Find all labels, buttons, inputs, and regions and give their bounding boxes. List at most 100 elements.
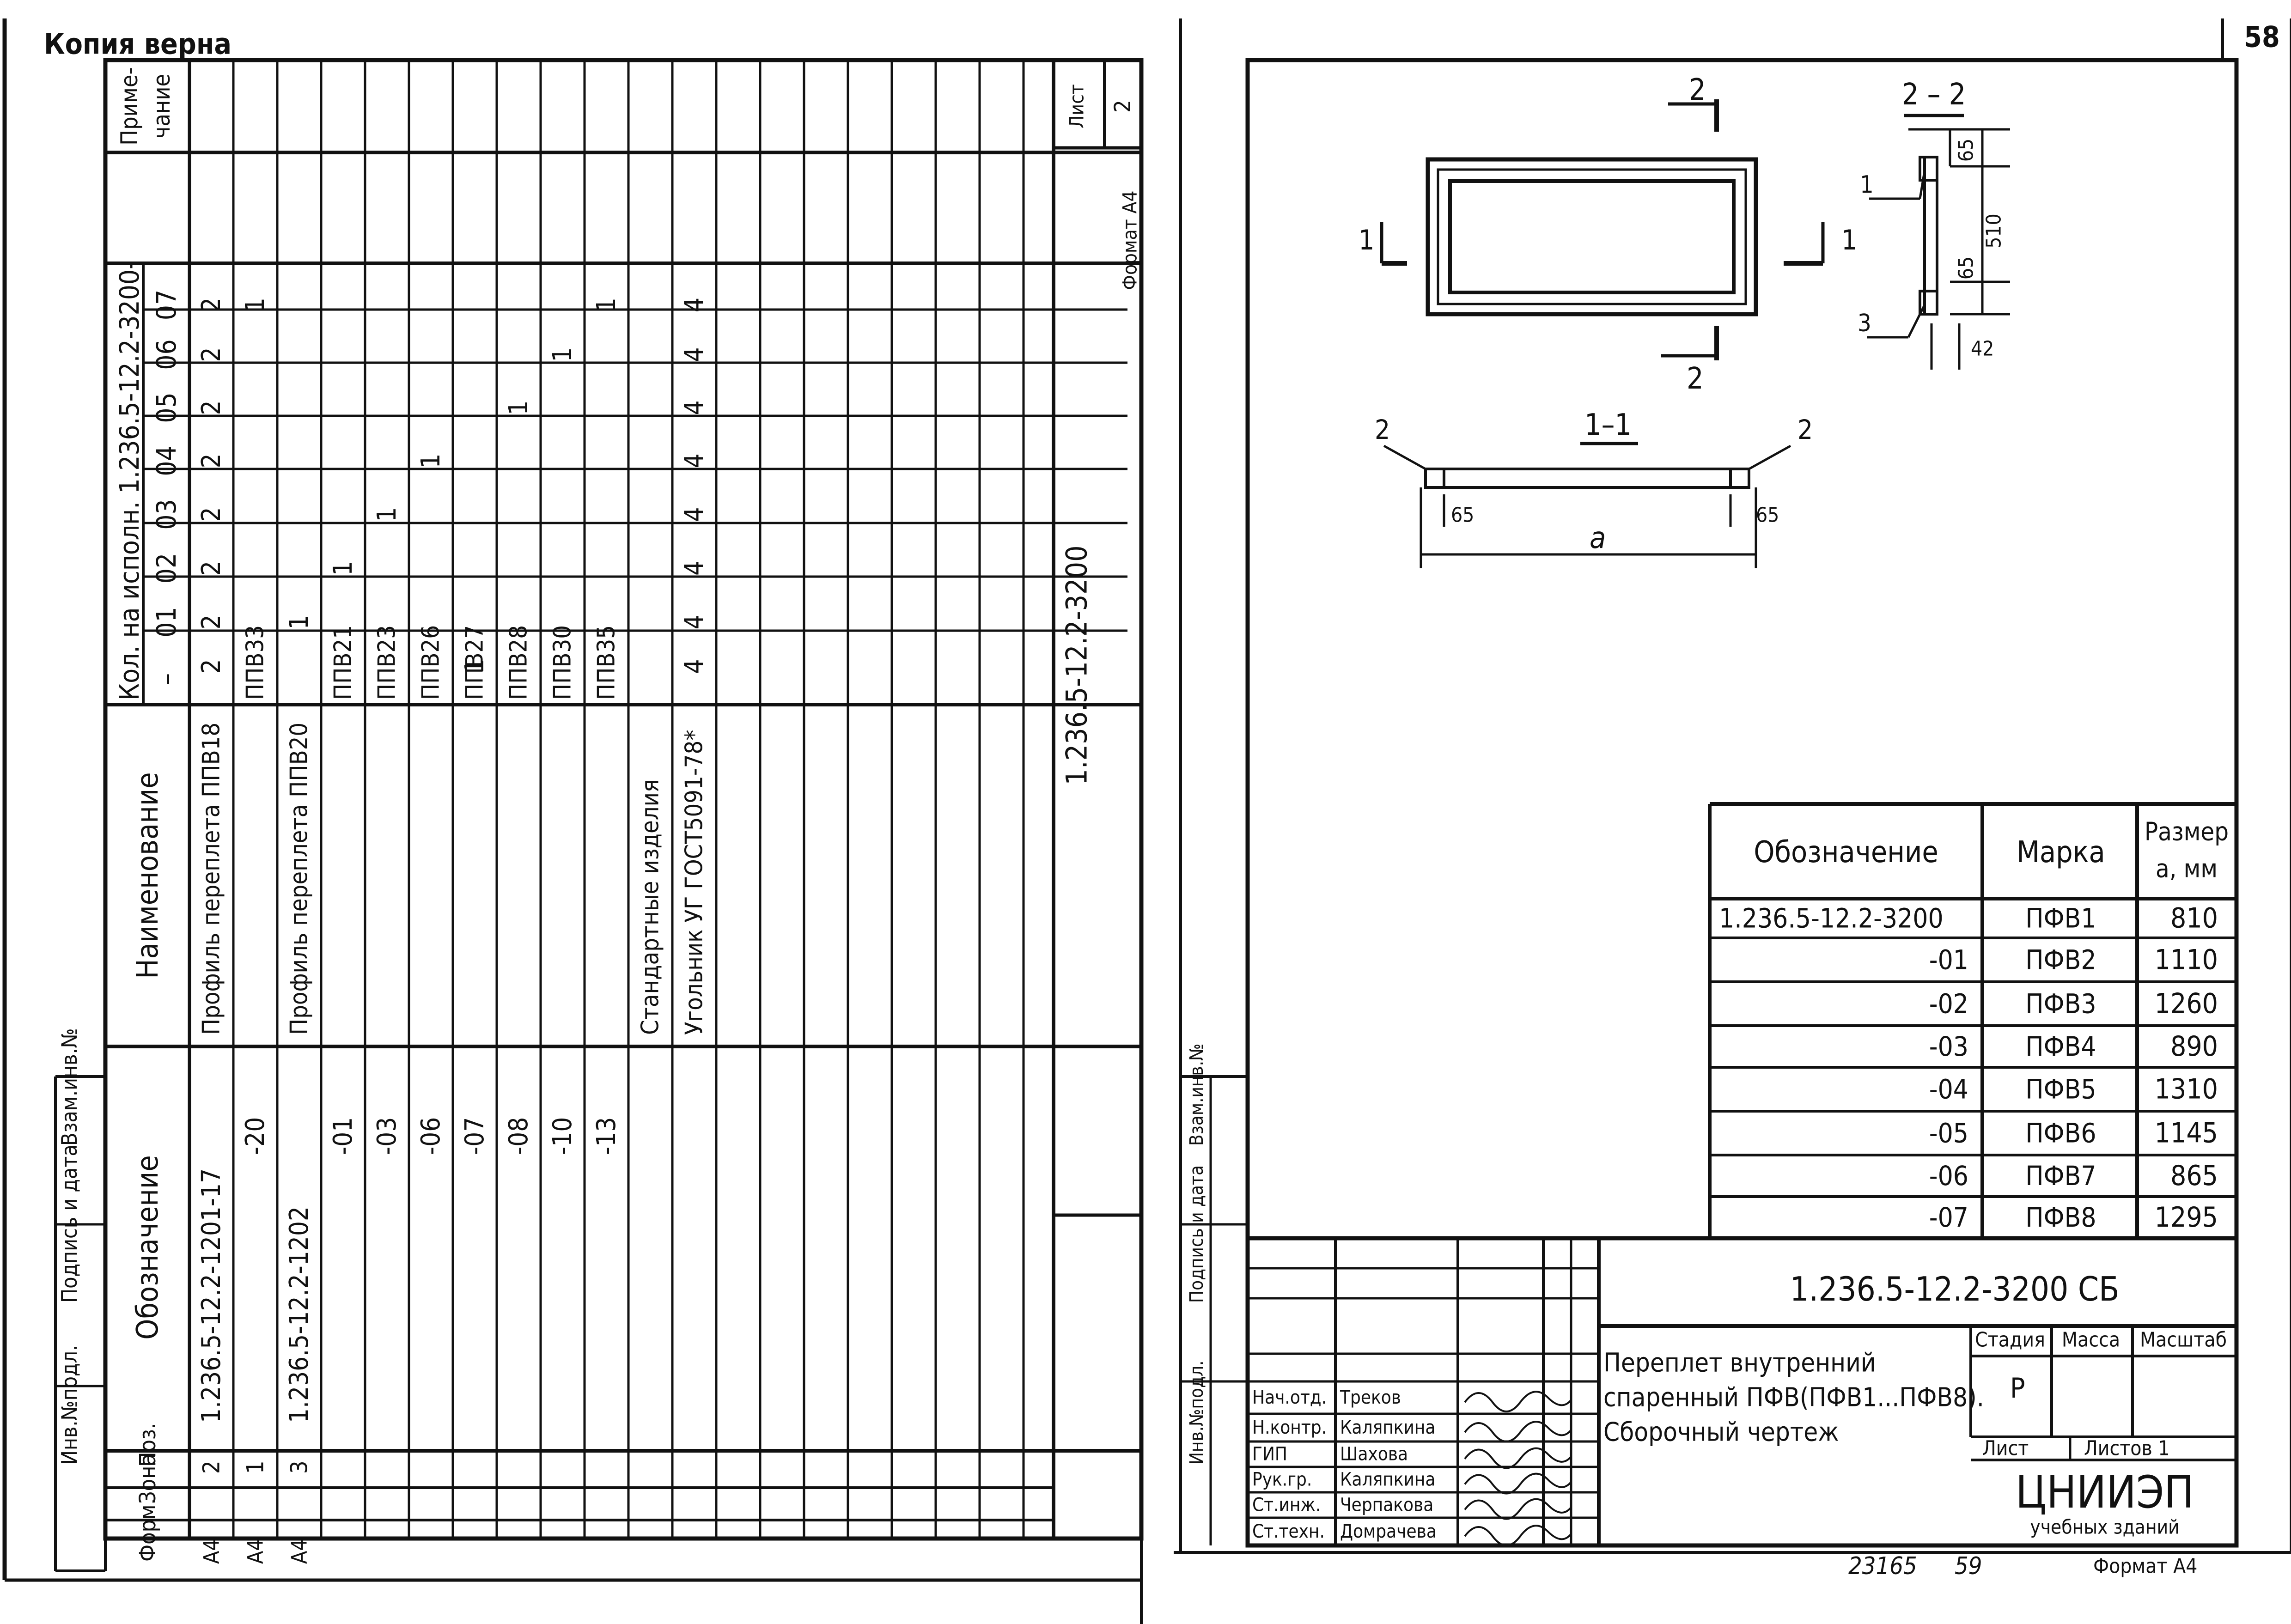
cut-mark-2-top: 2	[1689, 73, 1706, 107]
row-format: А4	[243, 1539, 268, 1564]
dim-65-left: 65	[1451, 504, 1474, 527]
side-label-vzam: Взам.инв.№	[57, 1028, 82, 1146]
row-format: А4	[199, 1539, 224, 1564]
size-row-designation: -07	[1929, 1202, 1968, 1233]
header-designation: Обозначение	[131, 1155, 165, 1340]
row-name: Угольник УГ ГОСТ5091-78*	[681, 730, 708, 1035]
signature	[1464, 1525, 1572, 1546]
size-row-value: 1145	[2155, 1117, 2218, 1150]
size-row-value: 1260	[2155, 988, 2218, 1020]
variant-label: 04	[151, 445, 182, 476]
dim-65-top: 65	[1955, 139, 1978, 162]
size-header-mark: Марка	[2017, 835, 2105, 870]
title-line: Сборочный чертеж	[1603, 1417, 1839, 1448]
frame-mid	[1437, 168, 1747, 305]
size-row-designation: -04	[1929, 1074, 1968, 1105]
title-line: спаренный ПФВ(ПФВ1...ПФВ8).	[1603, 1383, 1984, 1413]
cut-mark-1-left: 1	[1359, 224, 1374, 256]
side-label-sign-date: Подпись и дата	[57, 1144, 82, 1303]
row-qty: 4	[679, 347, 709, 362]
row-qty: 1	[372, 507, 402, 522]
size-row-value: 810	[2170, 902, 2218, 935]
profile-2-right	[1729, 468, 1750, 489]
variant-label: –	[151, 673, 182, 685]
row-designation: -06	[416, 1117, 446, 1155]
profile-2-left	[1424, 468, 1445, 489]
row-pos: 1	[242, 1460, 269, 1474]
row-name: Профиль переплета ППВ18	[198, 723, 225, 1035]
variant-label: 05	[151, 392, 182, 423]
profile-3	[1919, 290, 1938, 316]
row-designation: -13	[591, 1117, 621, 1155]
size-row-designation: 1.236.5-12.2-3200	[1719, 903, 1944, 934]
variant-label: 02	[151, 553, 182, 584]
size-row-value: 1110	[2155, 944, 2218, 976]
role-title: ГИП	[1252, 1444, 1287, 1465]
row-qty: 2	[196, 347, 226, 362]
callout-1: 1	[1860, 171, 1874, 199]
role-name: Треков	[1340, 1387, 1401, 1408]
variant-label: 03	[151, 499, 182, 529]
signature	[1464, 1421, 1572, 1442]
row-qty: 4	[679, 400, 709, 415]
leader	[1907, 304, 1926, 338]
left-sheet-frame	[103, 58, 1144, 1541]
header-pos: Поз.	[135, 1423, 161, 1467]
dim-a: a	[1590, 521, 1606, 555]
row-name: ППВ21	[329, 625, 357, 700]
row-designation: -10	[548, 1117, 578, 1155]
variant-label: 01	[151, 607, 182, 637]
row-qty: 4	[679, 659, 709, 674]
org-name: ЦНИИЭП	[2016, 1466, 2194, 1518]
signature	[1464, 1472, 1572, 1495]
size-header-designation: Обозначение	[1754, 835, 1938, 870]
row-name: ППВ23	[373, 625, 401, 700]
callout-2-left: 2	[1375, 414, 1390, 445]
row-name: Профиль переплета ППВ20	[286, 723, 313, 1035]
header-note-2: чание	[148, 74, 175, 139]
row-pos: 2	[198, 1460, 225, 1474]
header-qty: Кол. на исполн. 1.236.5-12.2-3200-	[114, 261, 145, 700]
row-qty: 2	[196, 614, 226, 629]
r-side-label-vzam: Взам.инв.№	[1186, 1044, 1207, 1146]
footer-format-label: Формат А4	[2093, 1555, 2197, 1578]
scale-label: Масштаб	[2140, 1328, 2227, 1352]
size-row-value: 1310	[2155, 1073, 2218, 1106]
signature	[1464, 1447, 1572, 1469]
row-designation: -20	[240, 1117, 270, 1155]
row-designation: -07	[460, 1117, 490, 1155]
header-note-1: Приме-	[116, 67, 143, 145]
role-title: Рук.гр.	[1252, 1469, 1312, 1490]
profile-1	[1919, 156, 1938, 182]
row-designation: -03	[372, 1117, 402, 1155]
row-designation: -08	[504, 1117, 534, 1155]
role-name: Каляпкина	[1340, 1417, 1435, 1438]
row-qty: 1	[548, 347, 578, 362]
role-name: Черпакова	[1340, 1495, 1433, 1516]
section-1-1-title: 1–1	[1584, 408, 1632, 442]
row-qty: 1	[284, 614, 314, 629]
r-side-label-sign-date: Подпись и дата	[1186, 1165, 1207, 1303]
size-row-mark: ПФВ5	[2025, 1074, 2096, 1105]
role-name: Каляпкина	[1340, 1469, 1435, 1490]
leader	[1919, 170, 1926, 199]
size-header-size-1: Размер	[2145, 817, 2229, 846]
dim-42: 42	[1971, 337, 1994, 361]
role-name: Шахова	[1340, 1444, 1408, 1465]
row-qty: 4	[679, 453, 709, 468]
row-qty: 2	[196, 453, 226, 468]
row-qty: 2	[196, 298, 226, 312]
row-qty: 1	[240, 298, 270, 312]
row-qty: 1	[416, 453, 446, 468]
size-row-mark: ПФВ3	[2025, 988, 2096, 1020]
row-qty: 1	[591, 298, 621, 312]
frame-inner	[1448, 179, 1736, 294]
row-qty: 1	[460, 659, 490, 674]
stage-value: Р	[2010, 1372, 2025, 1405]
signature	[1464, 1391, 1572, 1412]
dim-510: 510	[1982, 213, 2006, 249]
row-qty: 2	[196, 507, 226, 522]
footer-page-number: 59	[1955, 1552, 1982, 1580]
leader	[1383, 444, 1426, 470]
